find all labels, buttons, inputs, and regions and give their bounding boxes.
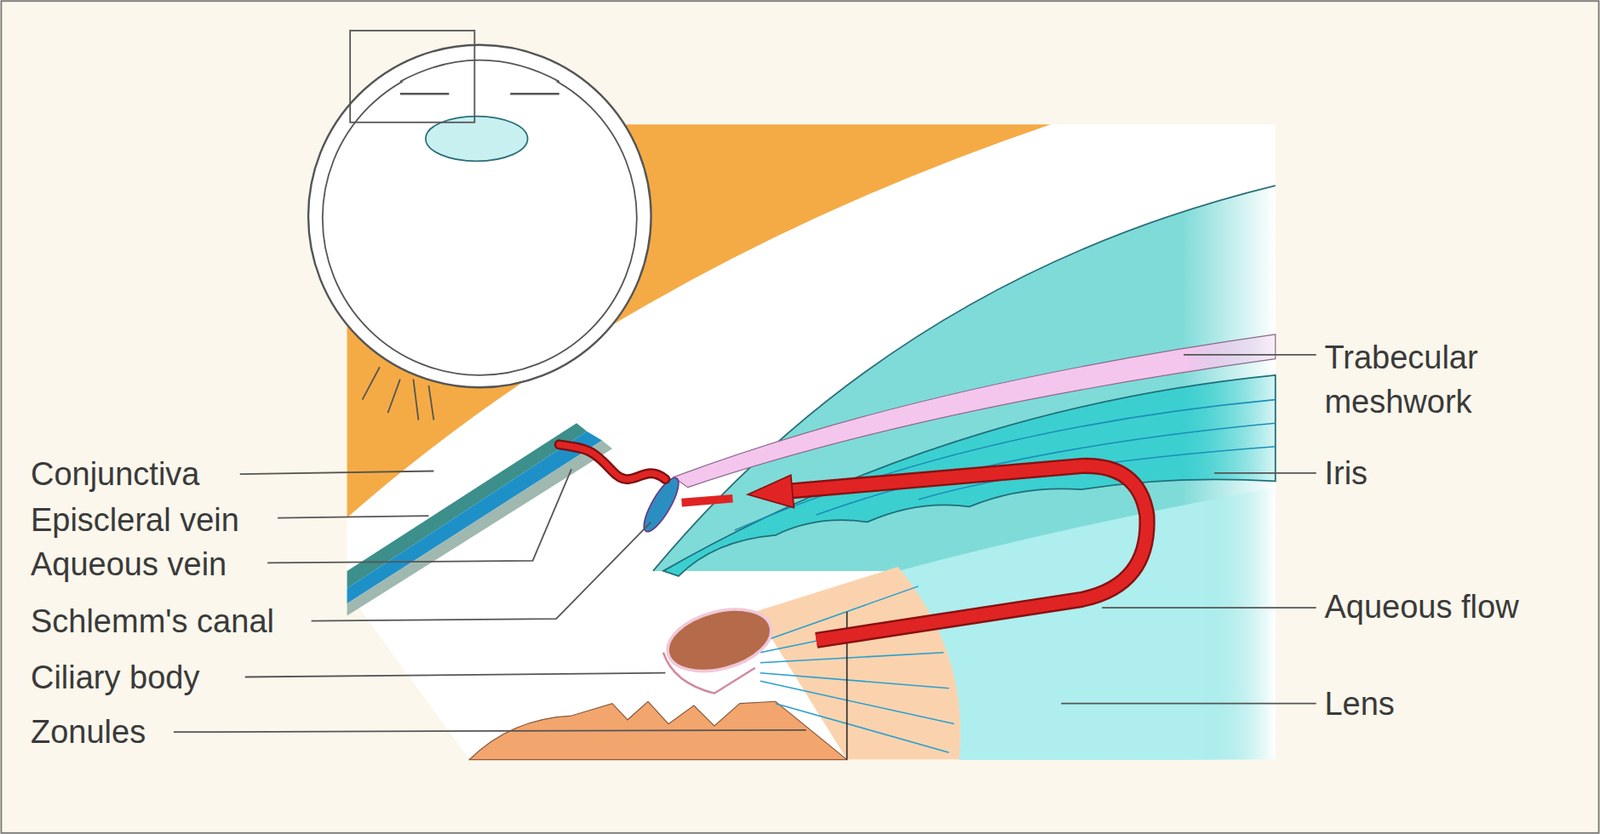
part-label: Schlemm's canal [30,599,275,644]
flow-arrow-outline [785,465,1147,641]
aqueous-vein-outline [559,444,666,480]
flow-arrowhead [747,475,794,508]
part-label: Conjunctiva [30,452,201,497]
iris-small [400,92,560,95]
leader-line [173,730,807,733]
leader-line [245,673,666,678]
leader-line [240,470,435,475]
conjunctiva-layer [347,423,588,589]
part-label: Aqueous flow [1324,584,1519,630]
inset-box [349,30,475,123]
part-label: Episcleral vein [30,498,240,543]
zonule-fibre [775,704,950,754]
episclera-layer [347,441,613,617]
leader-line [1060,703,1317,706]
part-label: Zonules [30,710,146,755]
part-label: Lens [1324,682,1394,727]
ciliary-process [663,653,756,694]
part-label: Trabecular meshwork [1324,335,1529,425]
leader-line [1101,607,1317,609]
leader-line [277,516,429,518]
anterior-chamber [653,185,1276,760]
aqueous-vein-shape [559,444,666,480]
zonule-fibres [760,586,955,753]
episcleral-vein-shape [347,431,603,604]
cornea-small [400,60,560,82]
zonule-fibre [760,673,950,689]
flow-arrow-small [682,498,734,504]
eye-outline [308,45,652,389]
optic-nerve-small [362,367,435,420]
schlemm-canal-shape [637,474,685,537]
leader-lines [173,355,1317,733]
ciliary-body-shape [660,599,779,683]
leader-line [311,521,652,621]
part-label: Aqueous vein [30,542,227,587]
leader-line [1183,354,1317,356]
part-label: Iris [1324,451,1368,496]
leader-line [1214,472,1317,475]
zonule-fibre [760,653,945,664]
part-label: Ciliary body [30,655,201,700]
leader-line [267,469,572,563]
flow-arrow [785,465,1147,641]
zonule-fibre [760,681,955,724]
eye-inner [322,61,637,376]
